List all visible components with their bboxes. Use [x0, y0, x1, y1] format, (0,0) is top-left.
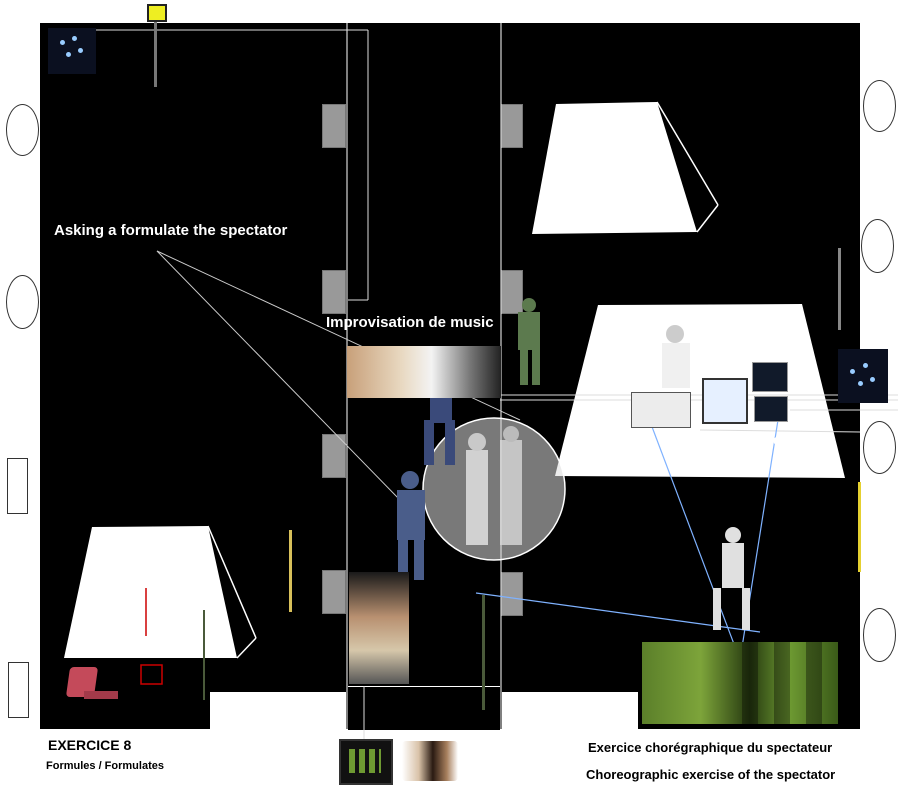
- pillar: [322, 570, 346, 614]
- label-arkaos-software: Arkaos Softwer: [638, 307, 749, 324]
- lights-photo-right: [838, 349, 888, 403]
- computer-icon: [754, 396, 788, 422]
- pillar: [322, 270, 346, 314]
- label-asking-spectator: Asking a formulate the spectator: [54, 222, 288, 239]
- projection-screen-top-right: [532, 102, 697, 234]
- operator-figure: [662, 325, 690, 388]
- camera-tripod-icon: [289, 530, 292, 612]
- music-setup-photo: [347, 346, 501, 398]
- camera-tripod-icon: [203, 610, 205, 700]
- projection-screen-bottom-left: [64, 526, 237, 658]
- window: [861, 219, 894, 273]
- window: [6, 104, 39, 156]
- label-projector-on: Projector on: [722, 432, 811, 449]
- floor-gap-left: [210, 692, 346, 729]
- window: [863, 80, 896, 132]
- camera-tripod-icon: [482, 595, 485, 710]
- floor-gap-right: [502, 692, 638, 729]
- pillar: [322, 104, 346, 148]
- caption-french: Exercice chorégraphique du spectateur: [588, 740, 833, 755]
- computer-icon: [752, 362, 788, 392]
- spectator-circle: [422, 417, 566, 561]
- floor-gap-center: [348, 686, 500, 730]
- video-feed-photo: [642, 642, 838, 724]
- dancer-figure: [518, 298, 540, 385]
- light-icon: [147, 4, 167, 22]
- spectator-figure: [397, 471, 425, 580]
- door: [7, 458, 28, 514]
- caption-english: Choreographic exercise of the spectator: [586, 767, 836, 782]
- window: [863, 608, 896, 662]
- camera-tripod-icon: [154, 22, 157, 87]
- thumbnail-green: [339, 739, 393, 785]
- exercise-subtitle: Formules / Formulates: [46, 760, 164, 772]
- chair-icon: [62, 665, 120, 705]
- spectators-photo: [349, 572, 409, 684]
- window: [863, 421, 896, 474]
- pillar: [322, 434, 346, 478]
- door: [8, 662, 29, 718]
- camera-tripod-icon: [838, 248, 841, 330]
- thumbnail-people: [402, 741, 458, 781]
- exercise-title: EXERCICE 8: [48, 737, 132, 753]
- computer-icon: [702, 378, 748, 424]
- label-improvisation-music: Improvisation de music: [326, 314, 494, 331]
- dancer-right-figure: [713, 527, 750, 630]
- camera-tripod-icon: [858, 482, 861, 572]
- projector-icon: [631, 392, 691, 428]
- lights-photo: [48, 28, 96, 74]
- window: [6, 275, 39, 329]
- projection-screen-right: [555, 304, 845, 478]
